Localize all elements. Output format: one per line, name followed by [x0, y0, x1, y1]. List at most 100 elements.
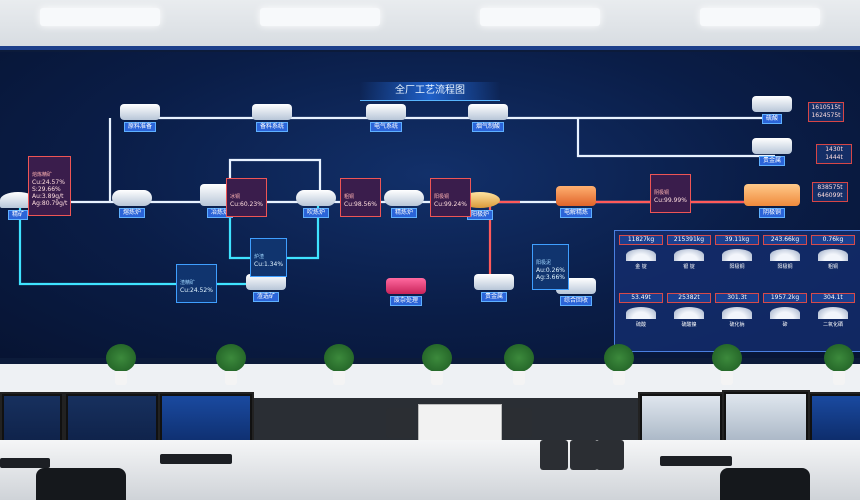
node-tanks[interactable]: 硫酸	[752, 96, 792, 124]
node-tanks-2[interactable]: 贵金属	[752, 138, 792, 166]
product-cell[interactable]: 215391kg 银 锭	[667, 235, 711, 287]
product-name: 阳极铜	[777, 264, 793, 270]
node-electric[interactable]: 电气系统	[366, 104, 406, 132]
copper-cathode-icon	[744, 184, 800, 206]
node-scrap[interactable]: 废杂处理	[386, 278, 426, 306]
node-cathode[interactable]: 阴极铜	[744, 184, 800, 218]
node-label: 贵金属	[758, 156, 785, 166]
page-title: 全厂工艺流程图	[360, 82, 500, 101]
readout-title: 阳极铜	[434, 194, 450, 200]
readout-line: Cu:24.57%	[32, 179, 65, 186]
substation-icon	[366, 104, 406, 120]
node-label: 阴极铜	[758, 208, 785, 218]
ingot-icon	[386, 278, 426, 294]
product-value: 11827kg	[619, 235, 663, 245]
node-concentrate[interactable]: 精矿	[0, 192, 36, 220]
furnace-icon	[112, 190, 152, 206]
product-value: 53.49t	[619, 293, 663, 303]
product-name: 粗铜	[827, 264, 838, 270]
product-value: 304.1t	[811, 293, 855, 303]
product-value: 1957.2kg	[763, 293, 807, 303]
readout-line: Ag:80.79g/t	[32, 200, 68, 207]
product-pile-icon	[818, 249, 848, 261]
node-electrolysis[interactable]: 电解精炼	[556, 186, 596, 218]
keyboard[interactable]	[660, 456, 732, 466]
desk-phone[interactable]	[540, 440, 568, 470]
readout-title: 粗铜	[344, 194, 355, 200]
potted-plant	[710, 344, 744, 388]
product-pile-icon	[770, 307, 800, 319]
node-refining[interactable]: 精炼炉	[384, 190, 424, 218]
office-chair	[36, 468, 126, 500]
warehouse-icon	[252, 104, 292, 120]
office-chair	[720, 468, 810, 500]
stat-value: 1610515t	[811, 104, 841, 111]
potted-plant	[602, 344, 636, 388]
conveyor-icon	[120, 104, 160, 120]
ceiling-light	[260, 8, 380, 26]
node-label: 硫酸	[761, 114, 782, 124]
readout-line: Cu:99.99%	[654, 197, 687, 204]
node-label: 烟气制酸	[471, 122, 504, 132]
readout-line: Cu:99.24%	[434, 201, 467, 208]
workstation-monitor[interactable]	[638, 392, 724, 446]
product-cell[interactable]: 25382t 硫酸镍	[667, 293, 711, 345]
furnace-icon	[296, 190, 336, 206]
keyboard[interactable]	[160, 454, 232, 464]
product-value: 215391kg	[667, 235, 711, 245]
workstation-monitor[interactable]	[722, 390, 810, 446]
product-name: 硫酸镍	[681, 322, 697, 328]
desk-phone[interactable]	[596, 440, 624, 470]
node-label: 原料准备	[123, 122, 156, 132]
readout-line: Au:0.26%	[536, 267, 565, 274]
potted-plant	[104, 344, 138, 388]
product-pile-icon	[626, 307, 656, 319]
workstation-monitor[interactable]	[0, 392, 64, 452]
potted-plant	[420, 344, 454, 388]
electrolysis-cells-icon	[556, 186, 596, 206]
node-label: 电解精炼	[559, 208, 592, 218]
potted-plant	[322, 344, 356, 388]
furnace-icon	[384, 190, 424, 206]
readout-line: Ag:3.66%	[536, 274, 565, 281]
keyboard[interactable]	[0, 458, 50, 468]
video-wall-screen: 全厂工艺流程图 原料准备 备料系统 电气系统 烟气制酸 硫酸	[0, 52, 860, 358]
node-precious[interactable]: 贵金属	[474, 274, 514, 302]
ceiling-light	[40, 8, 160, 26]
readout-line: Cu:24.52%	[180, 287, 213, 294]
ceiling-light	[480, 8, 600, 26]
node-slag[interactable]: 渣选矿	[246, 274, 286, 302]
node-smelter[interactable]: 熔炼炉	[112, 190, 152, 218]
product-value: 25382t	[667, 293, 711, 303]
workstation-monitor[interactable]	[808, 392, 860, 446]
product-name: 银 锭	[683, 264, 695, 270]
desk-phone[interactable]	[504, 408, 532, 438]
node-blowing[interactable]: 吹炼炉	[296, 190, 336, 218]
node-preparation[interactable]: 备料系统	[252, 104, 292, 132]
potted-plant	[214, 344, 248, 388]
stat-value: 1624575t	[811, 112, 841, 119]
desk-phone[interactable]	[386, 408, 414, 438]
readout-line: Cu:60.23%	[230, 201, 263, 208]
readout-title: 阳极泥	[536, 260, 552, 266]
product-pile-icon	[722, 249, 752, 261]
readout-title: 渣精矿	[180, 280, 196, 286]
desk-phone[interactable]	[570, 440, 598, 470]
readout-title: 炉渣	[254, 254, 265, 260]
node-acid-plant[interactable]: 烟气制酸	[468, 104, 508, 132]
node-raw-material[interactable]: 原料准备	[120, 104, 160, 132]
